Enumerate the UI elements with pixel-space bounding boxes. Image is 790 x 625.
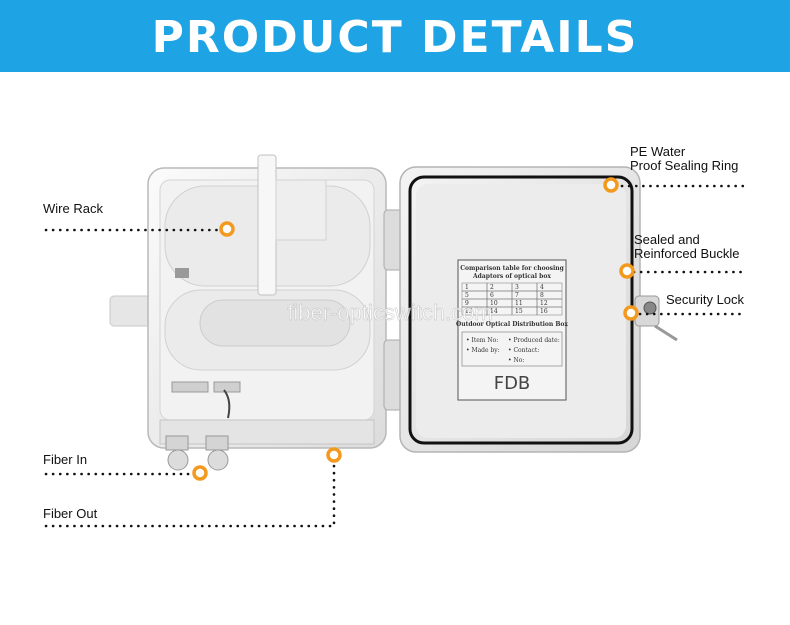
watermark: fiber-opticswitch.com bbox=[287, 300, 492, 325]
table-cell-text: 16 bbox=[540, 308, 548, 315]
product-info-panel: Comparison table for choosing Adaptors o… bbox=[456, 259, 568, 401]
marker-security-lock bbox=[623, 305, 639, 321]
table-cell-text: 3 bbox=[515, 284, 519, 291]
label-pe-ring-1: PE Water bbox=[630, 144, 686, 159]
marker-pe-ring bbox=[603, 177, 619, 193]
table-cell-text: 2 bbox=[490, 284, 494, 291]
box-base bbox=[109, 154, 387, 471]
distribution-box-photo: Comparison table for choosing Adaptors o… bbox=[44, 154, 748, 528]
table-cell-text: 5 bbox=[465, 292, 469, 299]
marker-fiber-in bbox=[192, 465, 208, 481]
table-cell-text: 8 bbox=[540, 292, 544, 299]
label-fiber-in: Fiber In bbox=[43, 452, 88, 467]
table-cell-text: 15 bbox=[515, 308, 523, 315]
panel-title-1: Comparison table for choosing bbox=[460, 265, 564, 272]
callout-markers bbox=[192, 177, 639, 481]
table-cell-text: 4 bbox=[540, 284, 544, 291]
table-cell-text: 12 bbox=[540, 300, 548, 307]
label-fiber-out: Fiber Out bbox=[43, 506, 98, 521]
page-title: PRODUCT DETAILS bbox=[151, 12, 639, 63]
panel-title-2: Adaptors of optical box bbox=[472, 273, 551, 280]
table-cell-text: 7 bbox=[515, 292, 519, 299]
marker-wire-rack bbox=[219, 221, 235, 237]
leader-lines bbox=[44, 184, 748, 528]
table-cell-text: 13 bbox=[465, 308, 473, 315]
panel-no: • No: bbox=[508, 357, 524, 364]
panel-produced-date: • Produced date: bbox=[508, 337, 560, 344]
marker-fiber-out bbox=[326, 447, 342, 463]
panel-contact: • Contact: bbox=[508, 347, 539, 354]
panel-made-by: • Made by: bbox=[466, 347, 500, 354]
table-cell-text: 9 bbox=[465, 300, 469, 307]
panel-brand: FDB bbox=[494, 373, 531, 394]
marker-buckle bbox=[619, 263, 635, 279]
banner bbox=[0, 0, 790, 72]
panel-item-no: • Item No: bbox=[466, 337, 498, 344]
table-cell-text: 6 bbox=[490, 292, 494, 299]
panel-subtitle: Outdoor Optical Distribution Box bbox=[456, 321, 568, 328]
table-cell-text: 14 bbox=[490, 308, 498, 315]
label-buckle-2: Reinforced Buckle bbox=[634, 246, 740, 261]
label-buckle-1: Sealed and bbox=[634, 232, 700, 247]
label-pe-ring-2: Proof Sealing Ring bbox=[630, 158, 739, 173]
table-cell-text: 11 bbox=[515, 300, 523, 307]
label-wire-rack: Wire Rack bbox=[43, 201, 103, 216]
label-security-lock: Security Lock bbox=[666, 292, 745, 307]
table-cell-text: 10 bbox=[490, 300, 498, 307]
table-cell bbox=[536, 306, 563, 316]
table-cell-text: 1 bbox=[465, 284, 469, 291]
